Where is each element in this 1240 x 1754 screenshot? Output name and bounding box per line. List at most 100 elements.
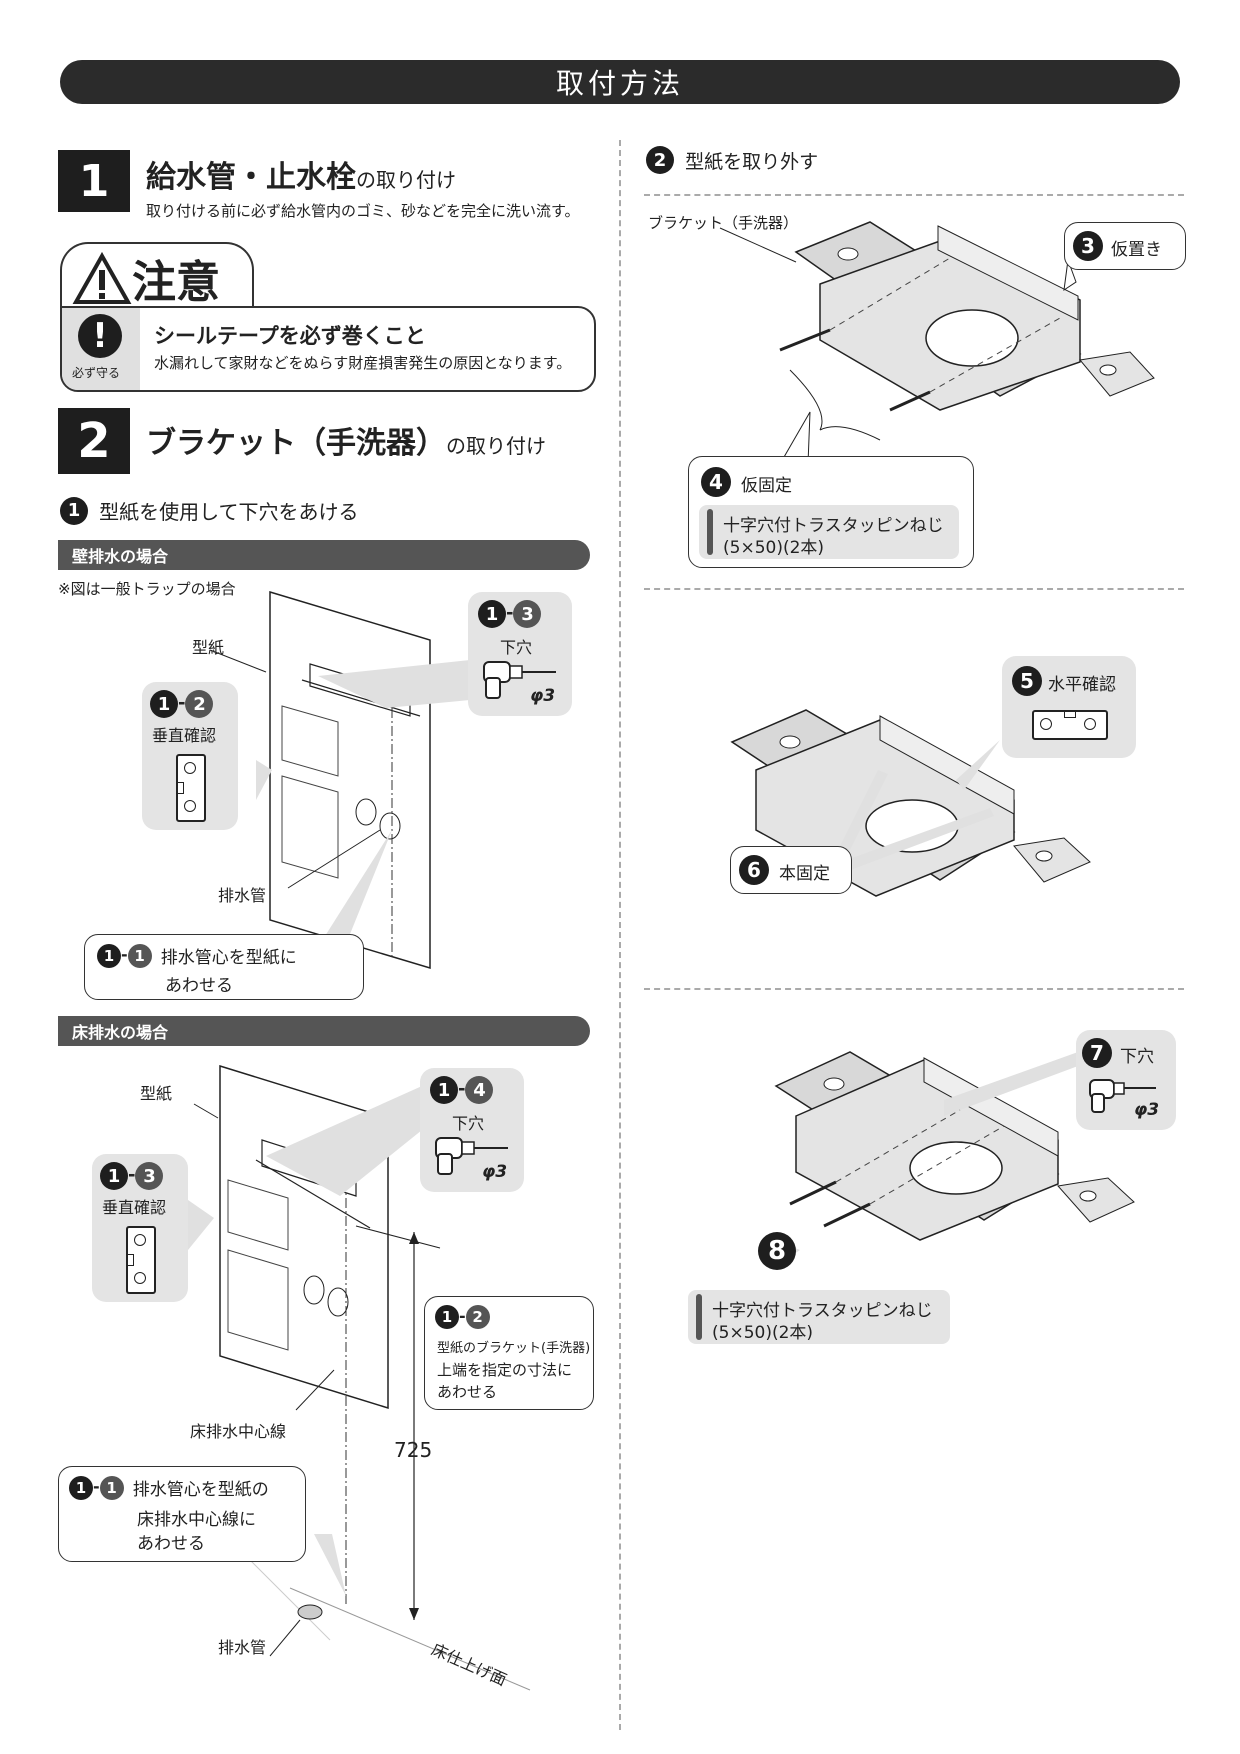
must-follow-label: 必ず守る [72,366,121,380]
floor-drain-pipe-label: 排水管 [218,1638,267,1657]
bracket-label: ブラケット（手洗器） [648,214,799,232]
step-2-circle: 2 [646,146,674,174]
screw-spec-8: 十字穴付トラスタッピンねじ (5×50)(2本) [688,1290,950,1344]
floor-center-line-label: 床排水中心線 [190,1422,287,1441]
wall-drain-pipe-label: 排水管 [218,886,267,905]
step-2-title-suffix: の取り付け [446,434,546,458]
caution-title: 注意 [132,257,220,308]
callout-subnumber: 1 [127,943,152,968]
callout-text-line1: 排水管心を型紙に [160,948,297,968]
wall-callout-1-1: 1-1 排水管心を型紙に あわせる [84,934,364,1000]
callout-text-line3: あわせる [437,1383,498,1401]
floor-callout-1-4: 1-4 下穴 φ3 [420,1068,524,1192]
callout-number: 1 [100,1162,128,1190]
callout-subnumber: 3 [135,1162,164,1190]
screw-size: (5×50)(2本) [723,538,825,558]
warning-triangle-icon [72,251,132,304]
callout-number: 1 [435,1305,459,1329]
wall-drain-bar: 壁排水の場合 [58,540,590,570]
callout-number: 1 [69,1475,93,1500]
floor-drain-bar: 床排水の場合 [58,1016,590,1046]
callout-pilot-hole-7: 7 下穴 φ3 [1076,1030,1176,1130]
step-2-number: 2 [58,408,130,474]
wall-drain-note: ※図は一般トラップの場合 [58,580,236,598]
screw-spec: 十字穴付トラスタッピンねじ (5×50)(2本) [699,505,959,559]
diameter-label: φ3 [1134,1100,1160,1120]
section-divider [644,988,1184,990]
vertical-check-label: 垂直確認 [152,726,217,745]
floor-callout-1-2: 1-2 型紙のブラケット(手洗器) 上端を指定の寸法に あわせる [424,1296,594,1410]
step-1-heading: 給水管・止水栓の取り付け [146,152,456,196]
step-6-circle: 6 [739,855,769,885]
wall-drain-diagram [209,590,470,970]
callout-number: 1 [430,1076,458,1104]
callout-subnumber: 2 [185,690,214,718]
substep-1-label: 型紙を使用して下穴をあける [99,500,359,524]
callout-text-line2: 上端を指定の寸法に [437,1361,573,1379]
callout-subnumber: 4 [465,1076,494,1104]
caution-box: ! 必ず守る シールテープを必ず巻くこと 水漏れして家財などをぬらす財産損害発生… [60,306,596,392]
diameter-label: φ3 [530,686,556,706]
callout-level-check: 5 水平確認 [1002,656,1136,758]
dimension-725: 725 [394,1438,433,1462]
callout-subnumber: 3 [513,600,542,628]
substep-1-number: 1 [60,496,88,525]
callout-text-line2: あわせる [165,976,233,996]
callout-text-line1: 型紙のブラケット(手洗器) [437,1341,591,1356]
temporary-place-label: 仮置き [1111,240,1162,260]
callout-text-line1: 排水管心を型紙の [132,1480,269,1500]
level-vertical-icon [126,1226,156,1294]
pilot-hole-label: 下穴 [452,1114,485,1133]
final-fix-label: 本固定 [779,864,830,884]
step-4-circle: 4 [701,467,731,497]
bracket-image-3 [774,1051,1135,1266]
column-divider [619,140,621,1730]
substep-1-heading: 1 型紙を使用して下穴をあける [60,496,359,525]
pilot-hole-label: 下穴 [500,638,533,657]
caution-icon-cell: ! 必ず守る [62,308,140,390]
bracket-image-1 [719,221,1155,441]
screw-icon [696,1294,702,1340]
step-5-circle: 5 [1012,666,1042,696]
drill-icon [435,1137,508,1175]
remove-template-label: 型紙を取り外す [685,150,819,173]
drill-icon [483,661,556,699]
callout-subnumber: 2 [465,1305,490,1329]
exclamation-icon: ! [78,314,122,358]
wall-template-label: 型紙 [192,638,225,657]
temporary-fix-label: 仮固定 [741,476,792,496]
floor-callout-1-3: 1-3 垂直確認 [92,1154,188,1302]
callout-number: 1 [478,600,506,628]
section-divider [644,194,1184,196]
callout-number: 1 [97,943,121,968]
step-2-title: ブラケット（手洗器） [146,426,446,461]
level-horizontal-icon [1032,710,1108,740]
callout-text-line3: あわせる [137,1534,205,1554]
page-title: 取付方法 [60,60,1180,104]
screw-icon [707,509,713,555]
step-8-circle: 8 [758,1232,796,1270]
diameter-label: φ3 [482,1162,508,1182]
caution-text: 水漏れして家財などをぬらす財産損害発生の原因となります。 [154,354,572,372]
wall-callout-1-2: 1-2 垂直確認 [142,682,238,830]
pilot-hole-label: 下穴 [1120,1047,1154,1067]
remove-template-heading: 2 型紙を取り外す [646,146,818,174]
floor-callout-1-1: 1-1 排水管心を型紙の 床排水中心線に あわせる [58,1466,306,1562]
screw-name: 十字穴付トラスタッピンねじ [712,1301,933,1321]
vertical-check-label: 垂直確認 [102,1198,167,1217]
caution-tab: 注意 [60,242,254,310]
callout-number: 1 [150,690,178,718]
callout-temporary-fix: 4 仮固定 十字穴付トラスタッピンねじ (5×50)(2本) [688,456,974,568]
step-1-title: 給水管・止水栓 [146,160,356,195]
step-3-circle: 3 [1073,231,1103,261]
step-7-circle: 7 [1082,1038,1112,1068]
screw-name: 十字穴付トラスタッピンねじ [723,516,944,536]
step-1-title-suffix: の取り付け [356,168,456,192]
wall-callout-1-3: 1-3 下穴 φ3 [468,592,572,716]
step-1-number: 1 [58,150,130,212]
callout-final-fix: 6 本固定 [730,846,852,894]
callout-subnumber: 1 [99,1475,124,1500]
drill-icon [1089,1079,1156,1113]
floor-template-label: 型紙 [140,1084,173,1103]
